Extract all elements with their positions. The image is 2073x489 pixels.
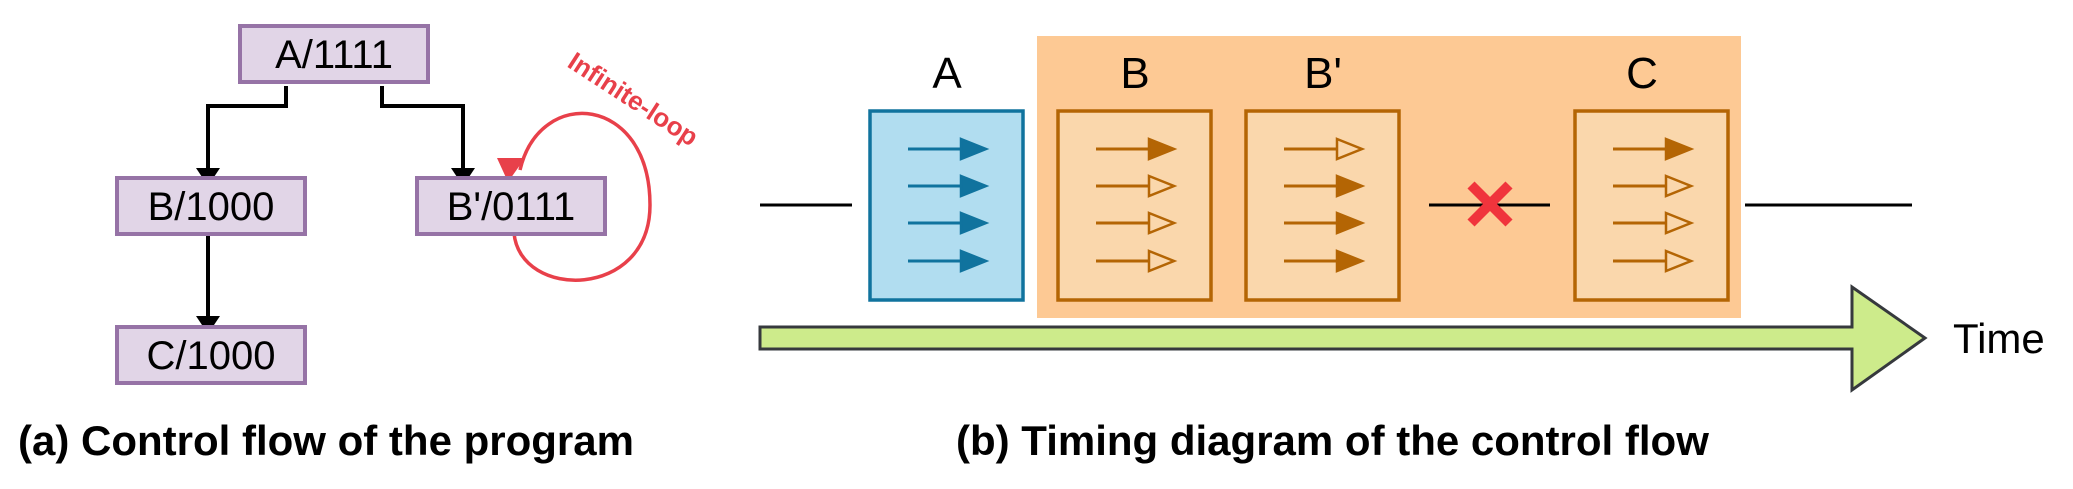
block-bp-arrow-filled-icon — [1335, 249, 1366, 273]
block-a-arrow-filled-icon — [959, 137, 990, 161]
block-a-arrow-filled-icon — [959, 211, 990, 235]
block-a-arrow-filled-icon — [959, 249, 990, 273]
edge-a-to-b — [206, 86, 288, 170]
control-flow-graph: Infinite-loop A/1111 B/1000 B'/0111 C/10… — [115, 24, 704, 385]
block-a — [868, 109, 1025, 302]
time-arrow — [758, 284, 1928, 393]
block-bprime — [1244, 109, 1401, 302]
node-c-label: C/1000 — [147, 334, 276, 378]
block-b — [1056, 109, 1213, 302]
termination-cross-icon — [1467, 181, 1513, 227]
block-b-arrow-hollow-icon — [1147, 174, 1178, 198]
block-b-arrow-hollow-icon — [1147, 211, 1178, 235]
block-bp-arrow-hollow-icon — [1335, 137, 1366, 161]
node-c: C/1000 — [115, 325, 307, 385]
node-b: B/1000 — [115, 176, 307, 236]
block-b-arrow-filled-icon — [1147, 137, 1178, 161]
caption-a: (a) Control flow of the program — [18, 417, 634, 464]
block-bp-arrow-filled-icon — [1335, 174, 1366, 198]
caption-b: (b) Timing diagram of the control flow — [956, 417, 1709, 464]
block-c — [1573, 109, 1730, 302]
node-bprime: B'/0111 — [415, 176, 607, 236]
node-bprime-label: B'/0111 — [447, 185, 575, 229]
block-a-label: A — [932, 49, 962, 98]
block-c-arrow-hollow-icon — [1664, 249, 1695, 273]
block-bp-arrow-filled-icon — [1335, 211, 1366, 235]
block-b-label: B — [1120, 49, 1149, 98]
time-label: Time — [1953, 315, 2045, 362]
node-b-label: B/1000 — [148, 185, 275, 229]
block-c-arrow-hollow-icon — [1664, 211, 1695, 235]
block-a-arrow-filled-icon — [959, 174, 990, 198]
block-b-arrow-hollow-icon — [1147, 249, 1178, 273]
block-c-label: C — [1626, 49, 1658, 98]
infinite-loop-arrowhead — [497, 158, 525, 182]
timing-diagram: A B B' C Time — [758, 36, 2045, 393]
block-c-arrow-hollow-icon — [1664, 174, 1695, 198]
node-a: A/1111 — [238, 24, 430, 84]
infinite-loop-edge — [512, 111, 652, 282]
node-a-label: A/1111 — [275, 33, 393, 77]
block-c-arrow-filled-icon — [1664, 137, 1695, 161]
edge-a-to-bprime — [380, 86, 465, 170]
block-bprime-label: B' — [1304, 49, 1342, 98]
infinite-loop-label: Infinite-loop — [563, 46, 704, 152]
